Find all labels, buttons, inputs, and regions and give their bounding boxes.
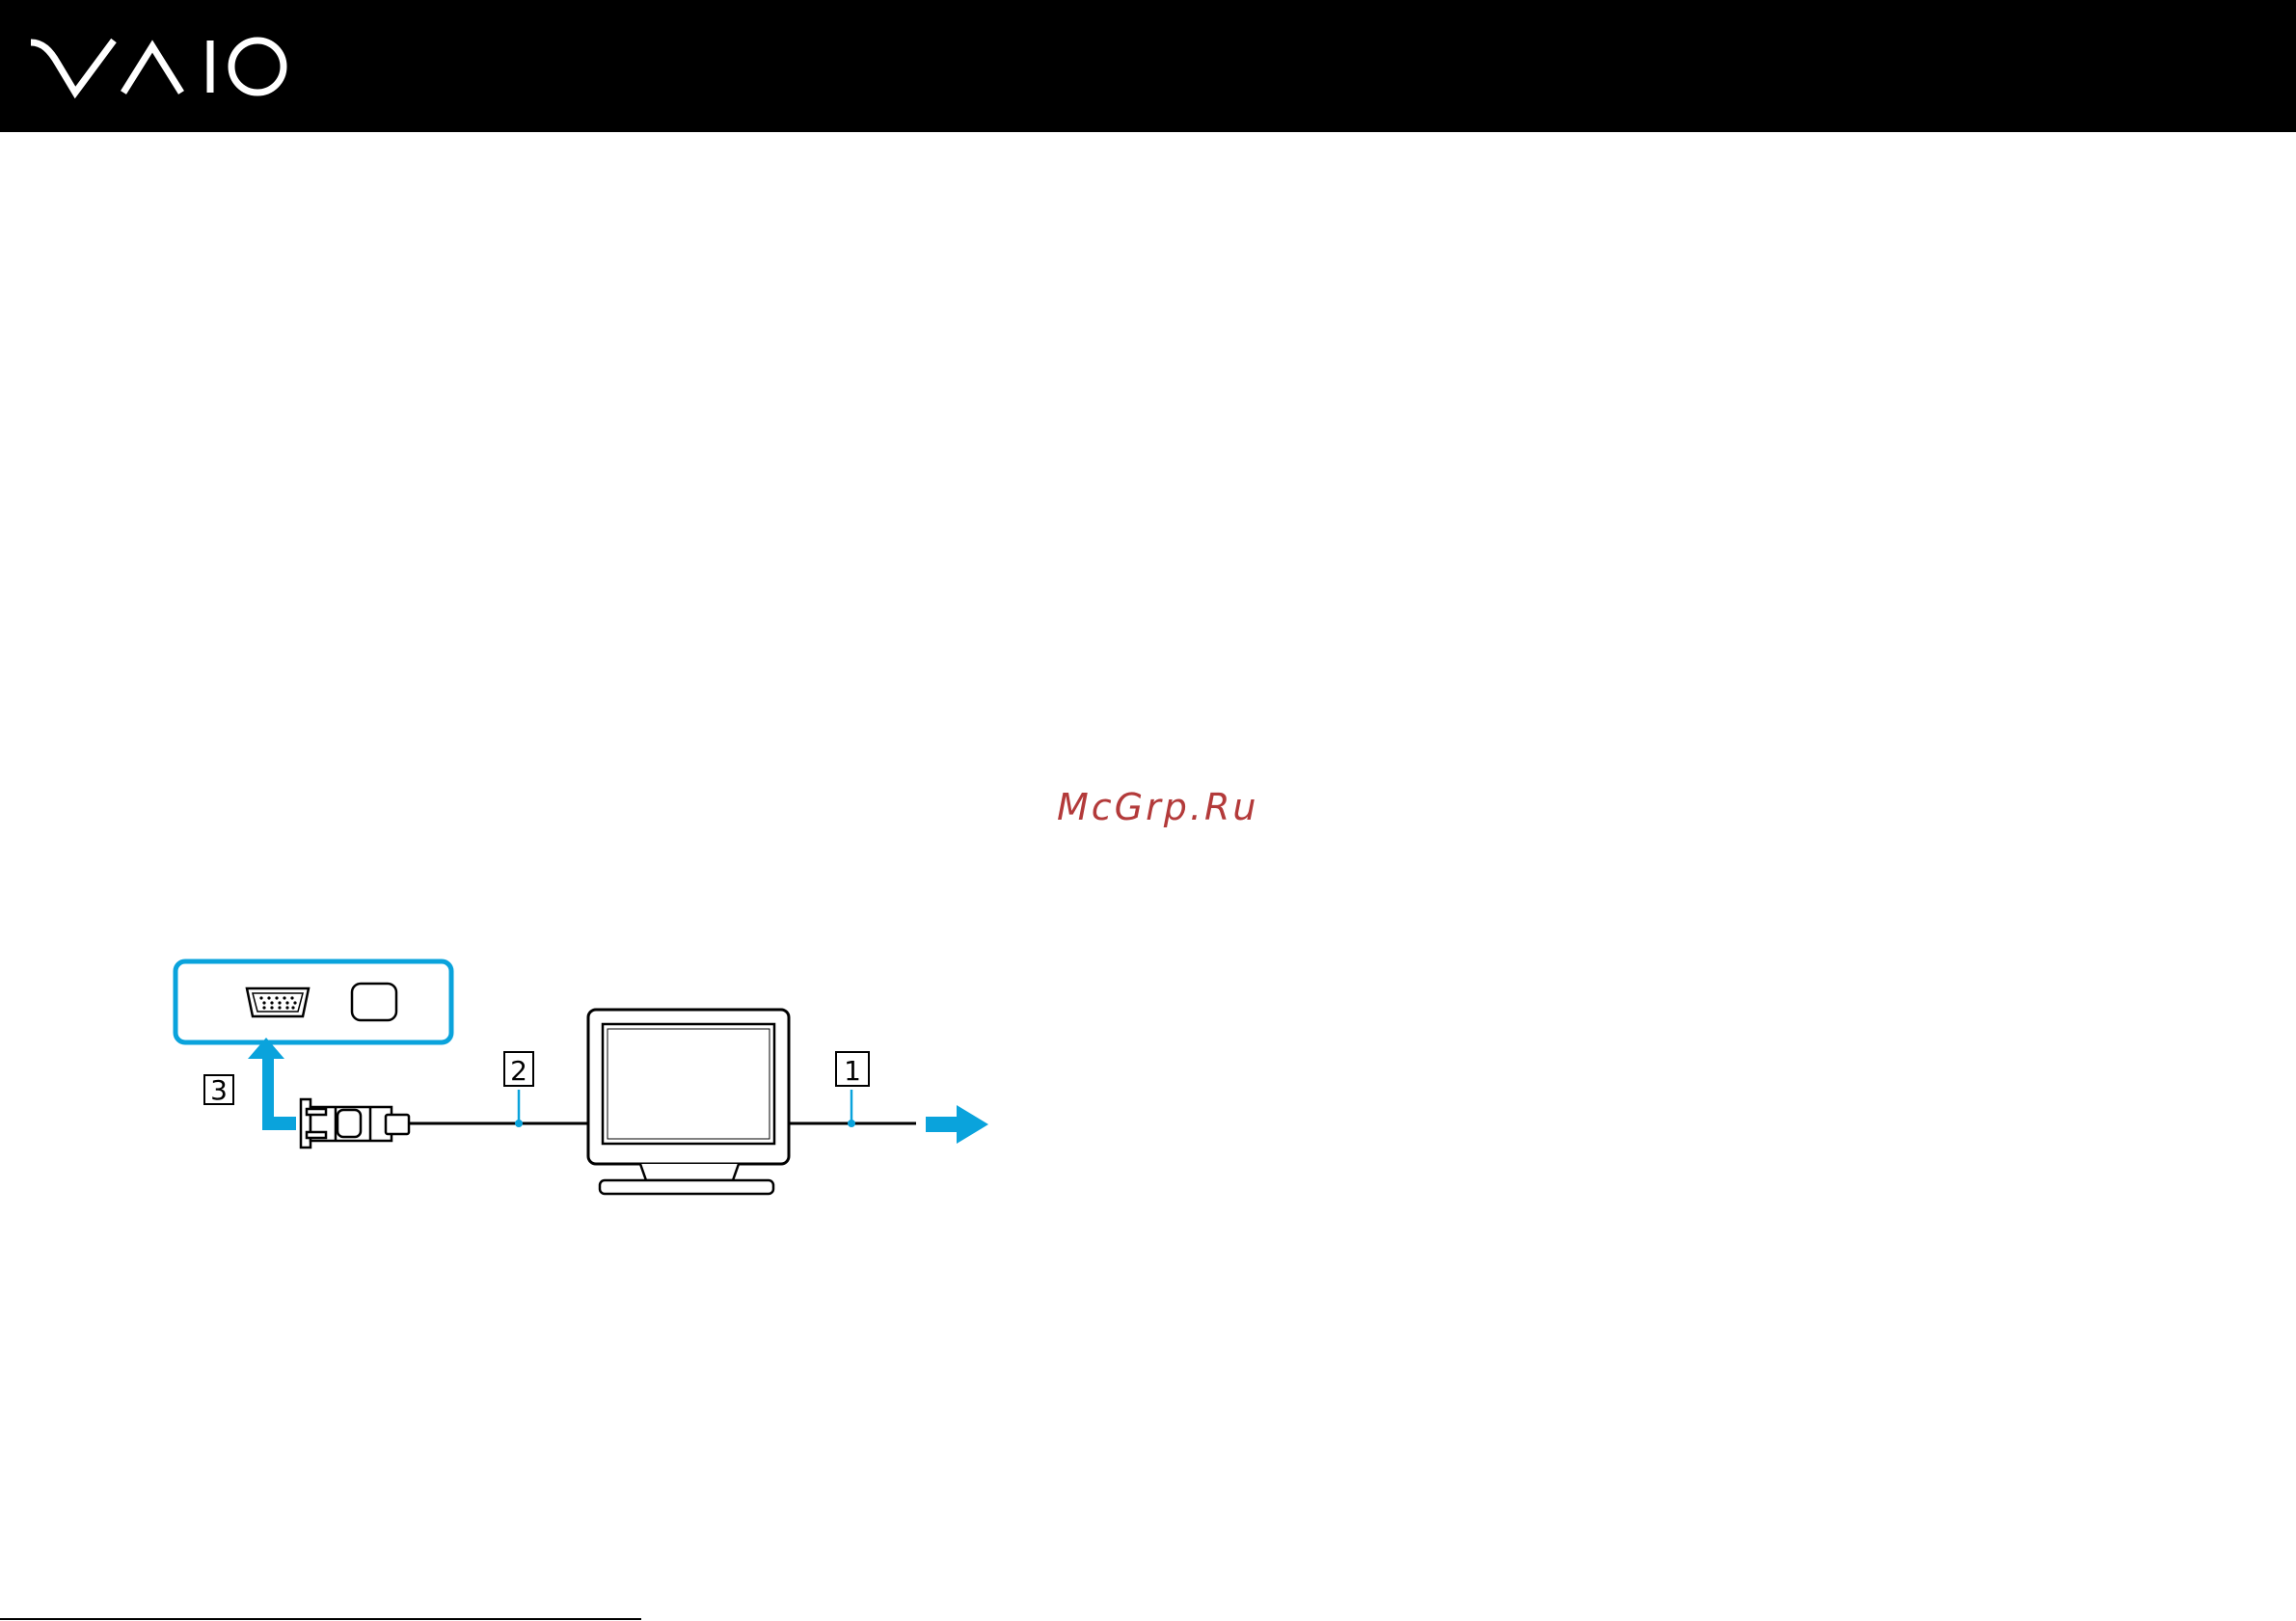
callout-1: 1 <box>836 1052 869 1087</box>
computer-port-panel-icon <box>176 961 451 1042</box>
vga-port-icon <box>247 988 309 1016</box>
other-port-icon <box>352 984 396 1020</box>
callout-3: 3 <box>204 1074 233 1106</box>
header-bar <box>0 0 2296 132</box>
monitor-icon <box>588 1010 789 1194</box>
callout-1-number: 1 <box>844 1055 861 1087</box>
footer-rule <box>0 1618 641 1620</box>
arrow-right-icon <box>926 1105 988 1144</box>
vaio-logo <box>29 33 287 100</box>
callout-3-number: 3 <box>210 1074 228 1106</box>
watermark-text: McGrp.Ru <box>1057 786 1258 828</box>
monitor-connection-diagram: 3 2 1 <box>164 955 1013 1215</box>
vga-connector-icon <box>301 1099 409 1148</box>
callout-2: 2 <box>504 1052 533 1087</box>
arrow-up-icon <box>248 1038 296 1130</box>
callout-2-number: 2 <box>510 1055 527 1087</box>
